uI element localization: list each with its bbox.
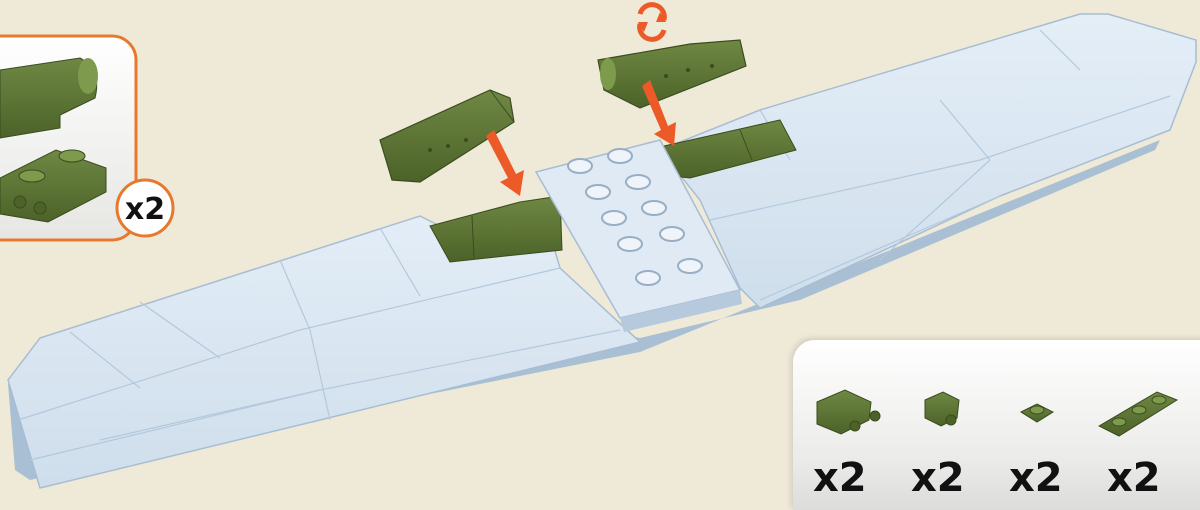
part-bracket-1x1: [924, 391, 960, 427]
right-slope-part: [597, 39, 747, 109]
inset-multiplier-text: x2: [125, 192, 165, 227]
left-green-strip: [429, 195, 563, 263]
right-wing: [658, 13, 1197, 309]
center-plate-studs: [567, 148, 703, 286]
part-quantity: x2: [1107, 455, 1161, 501]
arrow-icon: [486, 80, 676, 196]
part-quantity: x2: [1009, 455, 1063, 501]
part-quantity: x2: [813, 455, 867, 501]
rotate-icon: [637, 2, 667, 42]
left-wing: [7, 199, 642, 489]
wing-assembly: [7, 13, 1197, 489]
inset-multiplier-badge: x2: [115, 178, 175, 238]
part-plate-1x3: [1097, 391, 1179, 437]
part-bracket-1x2: [816, 389, 881, 435]
left-slope-part: [379, 89, 515, 183]
assembly-step-diagram: x2: [0, 2, 1197, 489]
parts-list-panel: x2 x2 x2 x2: [793, 340, 1200, 510]
inset-callout: x2: [0, 34, 175, 242]
part-quantity: x2: [911, 455, 965, 501]
part-plate-1x1: [1019, 403, 1055, 423]
